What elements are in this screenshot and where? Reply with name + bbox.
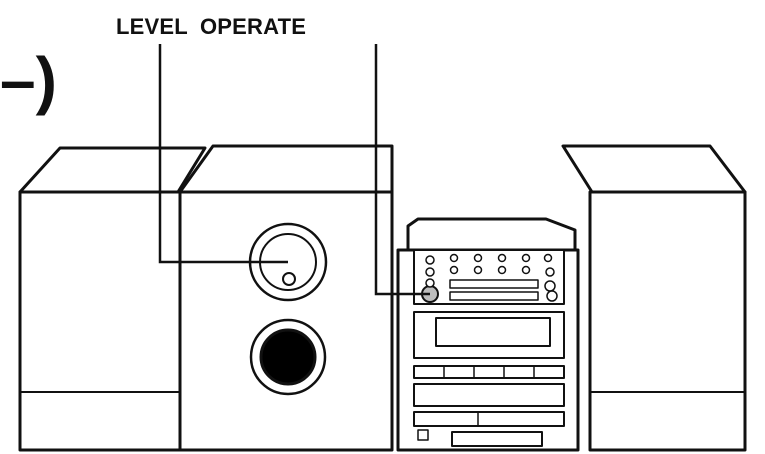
callout-level: LEVEL	[116, 14, 188, 39]
level-indicator-icon	[282, 272, 296, 286]
left-speaker	[18, 146, 207, 452]
level-leader-line	[158, 44, 288, 264]
cropped-heading-fragment: –)	[0, 44, 57, 116]
control-unit	[396, 217, 580, 452]
button-grid	[425, 253, 558, 302]
right-speaker	[561, 144, 747, 452]
woofer-port	[259, 328, 317, 386]
callout-leaders	[158, 44, 430, 296]
callout-operate: OPERATE	[200, 14, 307, 39]
main-unit	[178, 144, 394, 452]
display-window	[435, 317, 551, 347]
operate-leader-line	[374, 44, 430, 296]
cd-tray	[413, 411, 565, 427]
